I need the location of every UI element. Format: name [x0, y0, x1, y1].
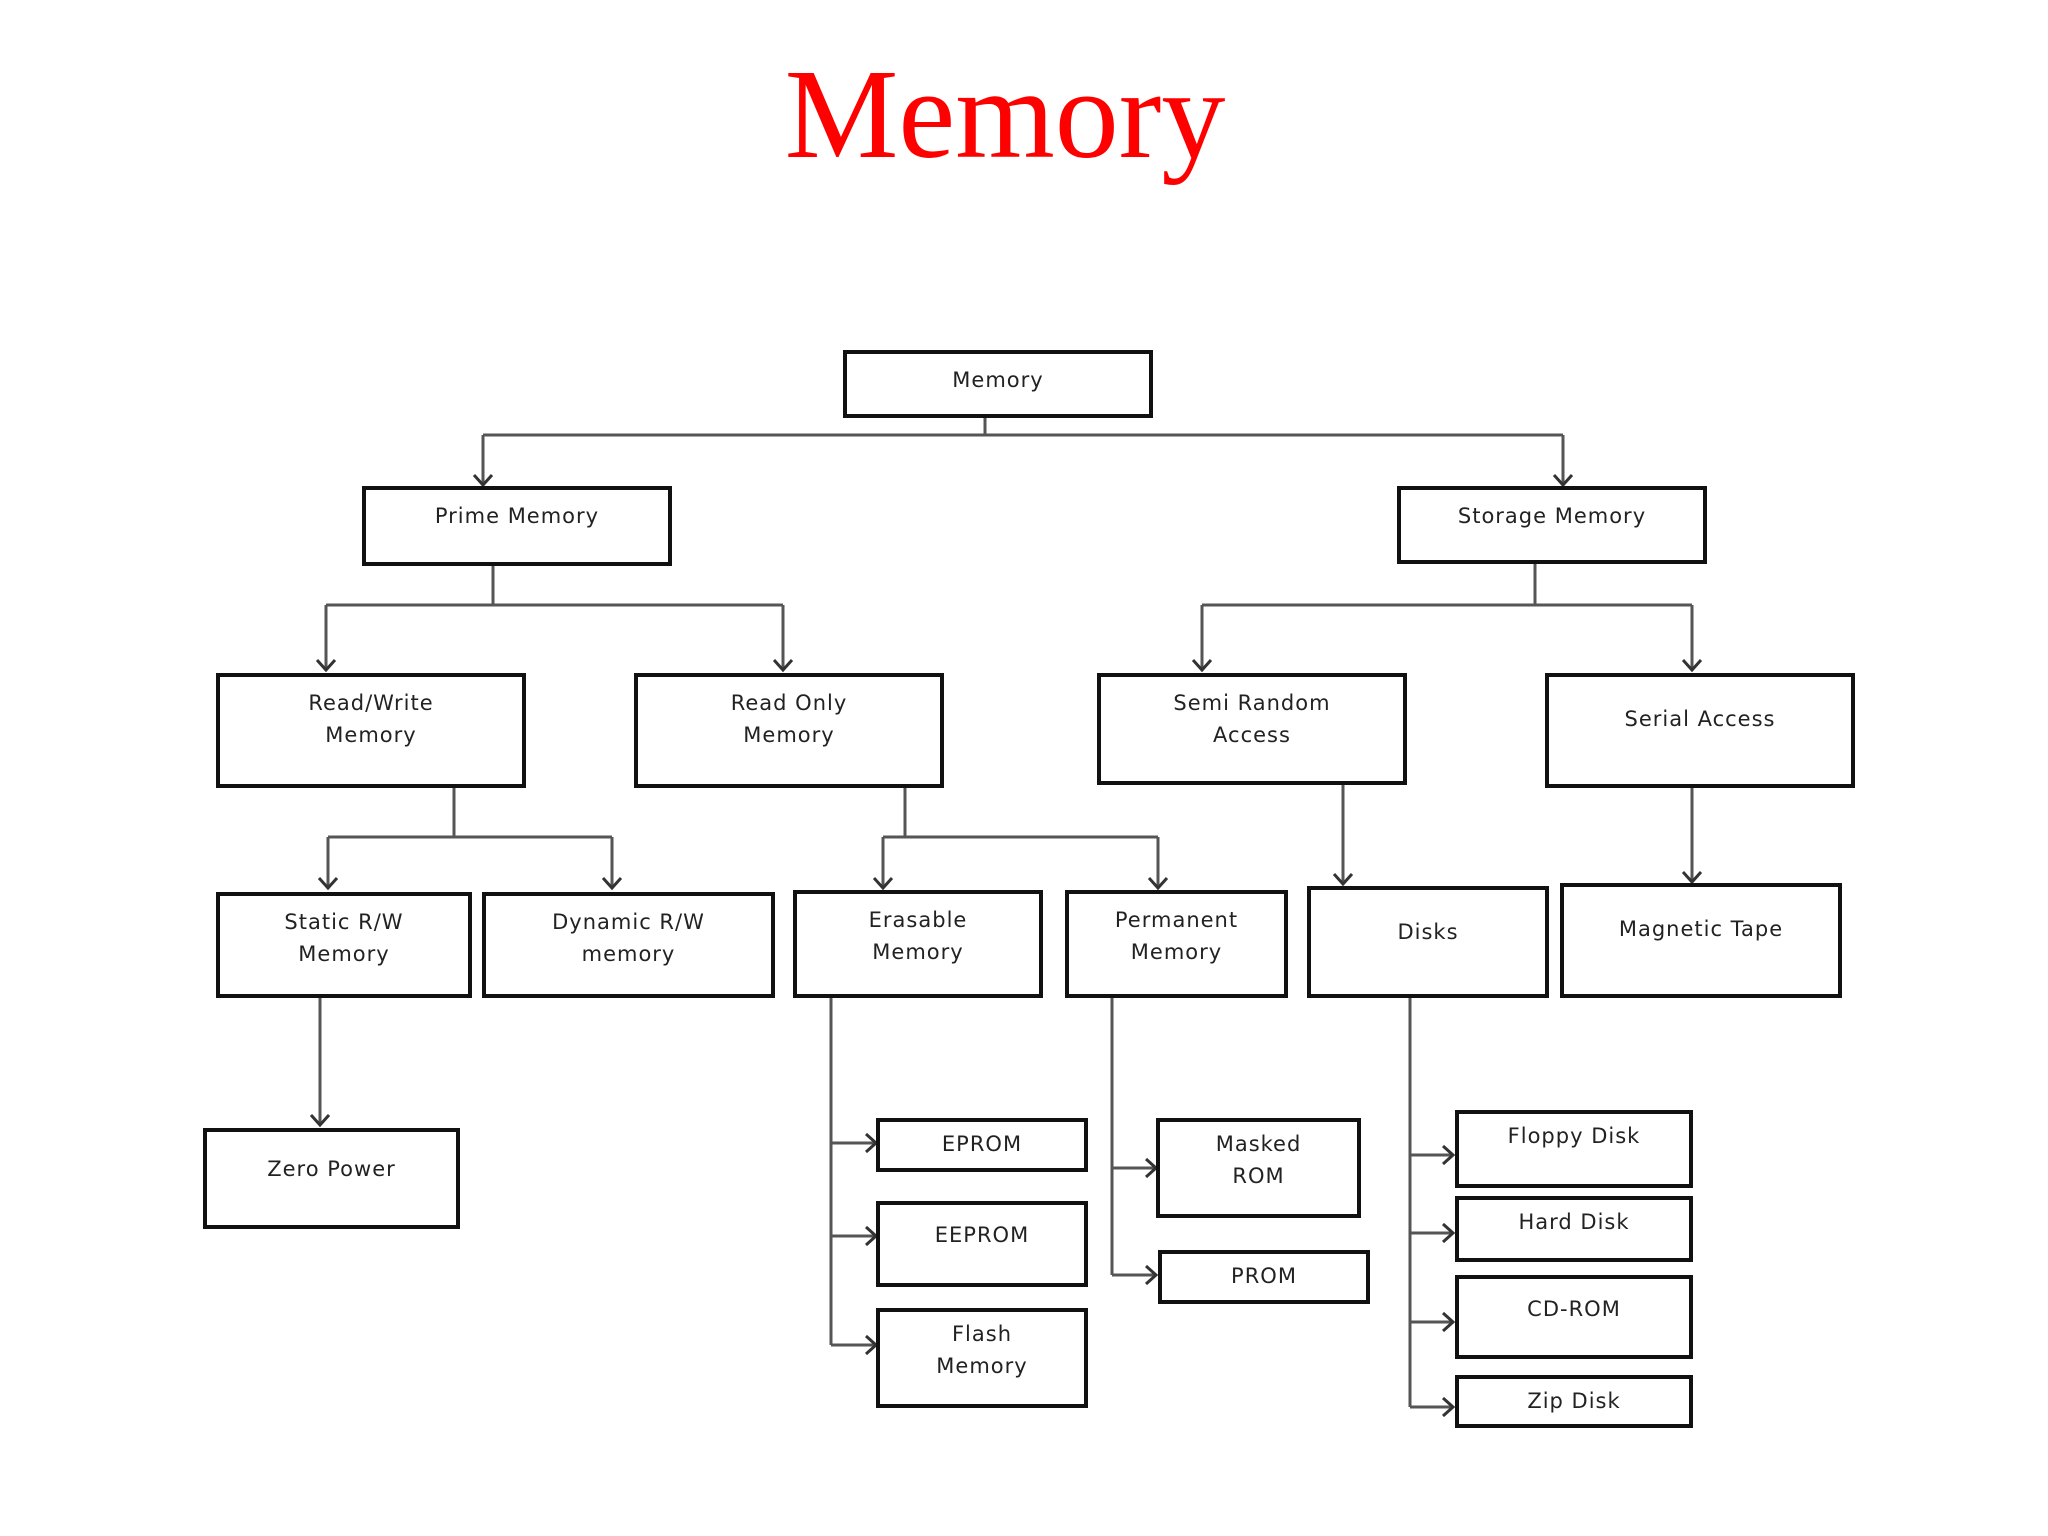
arrowhead: [1147, 876, 1169, 891]
arrowhead: [1441, 1396, 1456, 1418]
node-disks: Disks: [1307, 886, 1549, 998]
arrowhead: [315, 658, 337, 673]
connector-read-write: [326, 788, 614, 886]
arrowhead: [1441, 1222, 1456, 1244]
connector-read-only: [881, 788, 1160, 886]
node-static-rw-memory: Static R/W Memory: [216, 892, 472, 998]
node-memory: Memory: [843, 350, 1153, 418]
node-prom: PROM: [1158, 1250, 1370, 1304]
arrowhead: [1332, 872, 1354, 887]
connector-prime: [324, 566, 785, 668]
arrowhead: [309, 1113, 331, 1128]
node-read-only-memory: Read Only Memory: [634, 673, 944, 788]
connector-erasable: [829, 998, 874, 1347]
node-zero-power: Zero Power: [203, 1128, 460, 1229]
node-eprom: EPROM: [876, 1118, 1088, 1172]
arrowhead: [1144, 1264, 1159, 1286]
node-cd-rom: CD-ROM: [1455, 1275, 1693, 1359]
node-permanent-memory: Permanent Memory: [1065, 890, 1288, 998]
node-flash-memory: Flash Memory: [876, 1308, 1088, 1408]
node-serial-access: Serial Access: [1545, 673, 1855, 788]
arrowhead: [1191, 658, 1213, 673]
node-prime-memory: Prime Memory: [362, 486, 672, 566]
node-masked-rom: Masked ROM: [1156, 1118, 1361, 1218]
arrowhead: [1681, 658, 1703, 673]
node-magnetic-tape: Magnetic Tape: [1560, 883, 1842, 998]
node-erasable-memory: Erasable Memory: [793, 890, 1043, 998]
arrowhead: [1441, 1144, 1456, 1166]
connector-permanent: [1110, 998, 1154, 1277]
arrowhead: [317, 876, 339, 891]
connector-storage: [1200, 564, 1694, 668]
connector-root: [481, 418, 1565, 483]
node-read-write-memory: Read/Write Memory: [216, 673, 526, 788]
arrowhead: [1552, 473, 1574, 488]
arrowhead: [1681, 870, 1703, 885]
page-title: Memory: [784, 43, 1226, 185]
connector-disks: [1408, 998, 1451, 1409]
node-floppy-disk: Floppy Disk: [1455, 1110, 1693, 1188]
node-zip-disk: Zip Disk: [1455, 1375, 1693, 1428]
node-hard-disk: Hard Disk: [1455, 1196, 1693, 1262]
arrowhead: [872, 876, 894, 891]
arrowhead: [1441, 1311, 1456, 1333]
node-dynamic-rw-memory: Dynamic R/W memory: [482, 892, 775, 998]
node-storage-memory: Storage Memory: [1397, 486, 1707, 564]
node-semi-random-access: Semi Random Access: [1097, 673, 1407, 785]
node-eeprom: EEPROM: [876, 1201, 1088, 1287]
arrowhead: [601, 876, 623, 891]
arrowhead: [772, 658, 794, 673]
arrowhead: [472, 473, 494, 488]
